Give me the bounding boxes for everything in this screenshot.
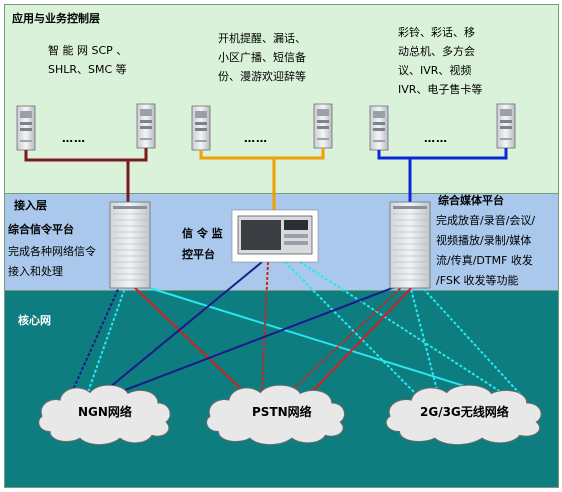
monitor-platform-label-1: 信 令 监 bbox=[182, 227, 223, 240]
app-right-text-2: 动总机、多方会 bbox=[398, 45, 475, 58]
app-right-text-3: 议、IVR、视频 bbox=[398, 64, 472, 77]
server-left-b bbox=[136, 103, 156, 149]
signaling-desc-2: 接入和处理 bbox=[8, 265, 63, 278]
application-layer-band bbox=[4, 4, 559, 194]
monitor-platform-label-2: 控平台 bbox=[182, 248, 215, 261]
app-left-text-2: SHLR、SMC 等 bbox=[48, 63, 127, 76]
app-mid-text-1: 开机提醒、漏话、 bbox=[218, 32, 306, 45]
mid-bus-line bbox=[199, 148, 325, 160]
app-mid-text-2: 小区广播、短信备 bbox=[218, 51, 306, 64]
media-desc-1: 完成放音/录音/会议/ bbox=[436, 214, 536, 227]
right-bus-line bbox=[377, 148, 508, 160]
server-mid-b bbox=[313, 103, 333, 149]
core-links bbox=[71, 261, 521, 395]
app-layer-title: 应用与业务控制层 bbox=[12, 12, 100, 25]
monitor-platform-server bbox=[231, 209, 319, 263]
signaling-platform-label: 综合信令平台 bbox=[8, 223, 74, 236]
access-layer-title: 接入层 bbox=[14, 199, 47, 212]
signaling-platform-rack bbox=[109, 201, 151, 289]
media-platform-rack bbox=[389, 201, 431, 289]
app-right-text-4: IVR、电子售卡等 bbox=[398, 83, 483, 96]
dots-left: …… bbox=[62, 132, 86, 145]
server-right-b bbox=[496, 103, 516, 149]
dots-mid: …… bbox=[244, 132, 268, 145]
ngn-network-label: NGN网络 bbox=[78, 405, 132, 419]
core-layer-title: 核心网 bbox=[18, 314, 51, 327]
media-platform-label: 综合媒体平台 bbox=[438, 194, 504, 207]
server-right-a bbox=[369, 105, 389, 151]
left-bus-line bbox=[24, 148, 148, 162]
media-desc-3: 流/传真/DTMF 收发 bbox=[436, 254, 533, 267]
pstn-network-label: PSTN网络 bbox=[252, 405, 312, 419]
app-mid-text-3: 份、漫游欢迎辞等 bbox=[218, 70, 306, 83]
server-left-a bbox=[16, 105, 36, 151]
wireless-network-label: 2G/3G无线网络 bbox=[420, 405, 509, 419]
dots-right: …… bbox=[424, 132, 448, 145]
app-right-text-1: 彩铃、彩话、移 bbox=[398, 26, 475, 39]
server-mid-a bbox=[191, 105, 211, 151]
app-left-text-1: 智 能 网 SCP 、 bbox=[48, 44, 128, 57]
media-desc-4: /FSK 收发等功能 bbox=[436, 274, 519, 287]
media-desc-2: 视频播放/录制/媒体 bbox=[436, 234, 532, 247]
signaling-desc-1: 完成各种网络信令 bbox=[8, 245, 96, 258]
